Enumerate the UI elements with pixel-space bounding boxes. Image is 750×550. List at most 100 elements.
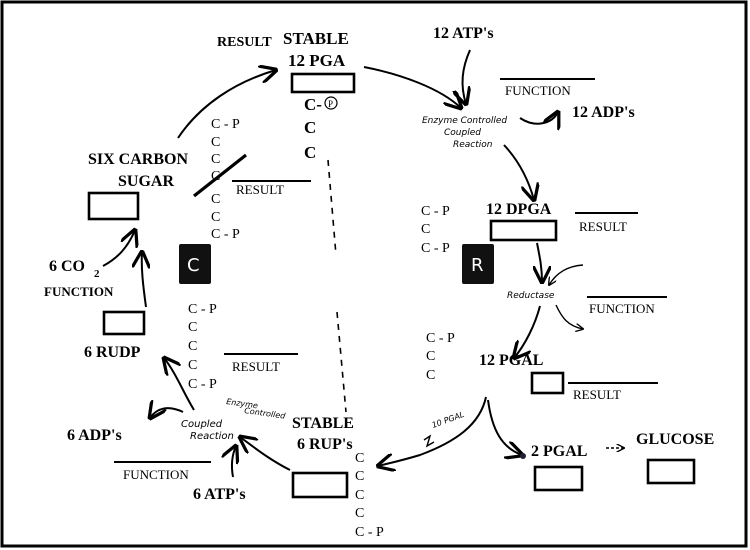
function-label-top: FUNCTION (505, 83, 571, 98)
squiggle-mark (423, 434, 435, 448)
arrow-reaction-to-rudp (164, 358, 195, 411)
co2-label: 6 CO (49, 258, 85, 275)
sugar-chain-7: C - P (211, 227, 240, 242)
arrow-out-reductase (555, 304, 583, 329)
enzyme-note-bottom-1: Enzyme (226, 397, 259, 410)
result-label-sugar: RESULT (236, 182, 284, 197)
rup-answer-box[interactable] (291, 471, 349, 499)
rup-chain-1: C (355, 451, 364, 466)
rup-chain-3: C (355, 488, 364, 503)
arrow-co2-in (102, 230, 135, 267)
sugar-answer-box[interactable] (87, 191, 140, 221)
atp-in-bottom: 6 ATP's (193, 486, 246, 503)
marker-r: R (471, 255, 484, 276)
result-label-rudp: RESULT (232, 359, 280, 374)
two-pgal-label: 2 PGAL (531, 443, 587, 460)
rudp-label: 6 RUDP (84, 344, 141, 361)
arrow-dpga-to-reductase (537, 242, 542, 282)
function-label-left: FUNCTION (44, 284, 114, 299)
enzyme-note-top-1: Enzyme Controlled (422, 116, 507, 126)
marker-c: C (187, 255, 200, 276)
arrow-pga-to-reaction (363, 66, 461, 108)
arrow-to-pgal (514, 305, 541, 358)
arrow-sugar-to-pga (177, 70, 276, 139)
glucose-answer-box[interactable] (646, 458, 696, 485)
sugar-chain-1: C - P (211, 117, 240, 132)
dpga-answer-box[interactable] (489, 219, 558, 242)
branch-dot (520, 453, 526, 459)
reductase-note: Reductase (507, 291, 555, 301)
arrow-pgal-to-rup (378, 396, 487, 466)
arrow-reaction-to-dpga (503, 144, 534, 200)
arrow-atp-in-bottom (232, 446, 236, 478)
split-line (193, 153, 247, 198)
pgal-chain-1: C - P (426, 331, 455, 346)
dpga-chain-1: C - P (421, 204, 450, 219)
sugar-chain-2: C (211, 135, 220, 150)
adp-out-arrow (519, 112, 558, 124)
result-label-pgal: RESULT (573, 387, 621, 402)
arrow-rup-to-reaction (240, 437, 291, 471)
ten-pgal-note: 10 PGAL (431, 410, 466, 430)
enzyme-note-top-3: Reaction (453, 140, 493, 150)
coupled-note-1: Coupled (181, 419, 223, 430)
marker-c-square (179, 244, 211, 284)
sugar-chain-6: C (211, 210, 220, 225)
rup-label: 6 RUP's (297, 436, 353, 453)
dashed-divider-top (327, 159, 337, 256)
rudp-chain-1: C - P (188, 302, 217, 317)
dpga-chain-3: C - P (421, 241, 450, 256)
phosphate-circle (324, 96, 338, 110)
coupled-note-2: Reaction (190, 431, 234, 442)
two-pgal-answer-box[interactable] (533, 465, 584, 492)
pga-phosphate: P (328, 99, 333, 109)
adp-out-bottom: 6 ADP's (67, 427, 122, 444)
sugar-chain-4: C (211, 169, 220, 184)
function-label-right: FUNCTION (589, 301, 655, 316)
co2-subscript: 2 (94, 268, 100, 280)
marker-r-square (462, 244, 494, 284)
rup-chain-5: C - P (355, 525, 384, 540)
sugar-chain-3: C (211, 152, 220, 167)
arrow-pgal-to-glucose-branch (487, 399, 522, 455)
pga-chain-c1: C- (304, 95, 322, 114)
pga-chain-c3: C (304, 143, 316, 162)
adp-out-top: 12 ADP's (572, 104, 635, 121)
rup-chain-4: C (355, 506, 364, 521)
enzyme-note-bottom-2: Controlled (244, 406, 287, 421)
dpga-chain-2: C (421, 222, 430, 237)
pgal-answer-box[interactable] (530, 371, 565, 395)
pgal-chain-3: C (426, 368, 435, 383)
six-carbon-label-2: SUGAR (118, 173, 174, 190)
atp-in-top: 12 ATP's (433, 25, 494, 42)
rudp-chain-4: C (188, 358, 197, 373)
pgal-chain-2: C (426, 349, 435, 364)
result-label-top: RESULT (217, 35, 272, 50)
atp-in-arrow (463, 49, 470, 104)
enzyme-note-top-2: Coupled (444, 128, 481, 138)
pga-chain-c2: C (304, 118, 316, 137)
arrow-into-reductase (549, 264, 584, 285)
rudp-chain-2: C (188, 320, 197, 335)
arrow-adp-out-bottom (150, 408, 184, 418)
sugar-chain-5: C (211, 192, 220, 207)
pga-answer-box[interactable] (290, 72, 356, 94)
arrow-rudp-to-sugar (142, 252, 146, 308)
rudp-chain-5: C - P (188, 377, 217, 392)
rup-chain-2: C (355, 469, 364, 484)
six-carbon-label-1: SIX CARBON (88, 151, 188, 168)
rudp-answer-box[interactable] (102, 310, 146, 336)
rudp-chain-3: C (188, 339, 197, 354)
function-label-bottom: FUNCTION (123, 467, 189, 482)
stable-label-top: STABLE (283, 29, 349, 48)
stable-label-bottom: STABLE (292, 415, 354, 432)
dashed-divider-bottom (336, 311, 347, 413)
pga-label: 12 PGA (288, 51, 346, 70)
pgal-label: 12 PGAL (479, 352, 543, 369)
glucose-label: GLUCOSE (636, 431, 714, 448)
dpga-label: 12 DPGA (486, 201, 552, 218)
result-label-dpga: RESULT (579, 219, 627, 234)
